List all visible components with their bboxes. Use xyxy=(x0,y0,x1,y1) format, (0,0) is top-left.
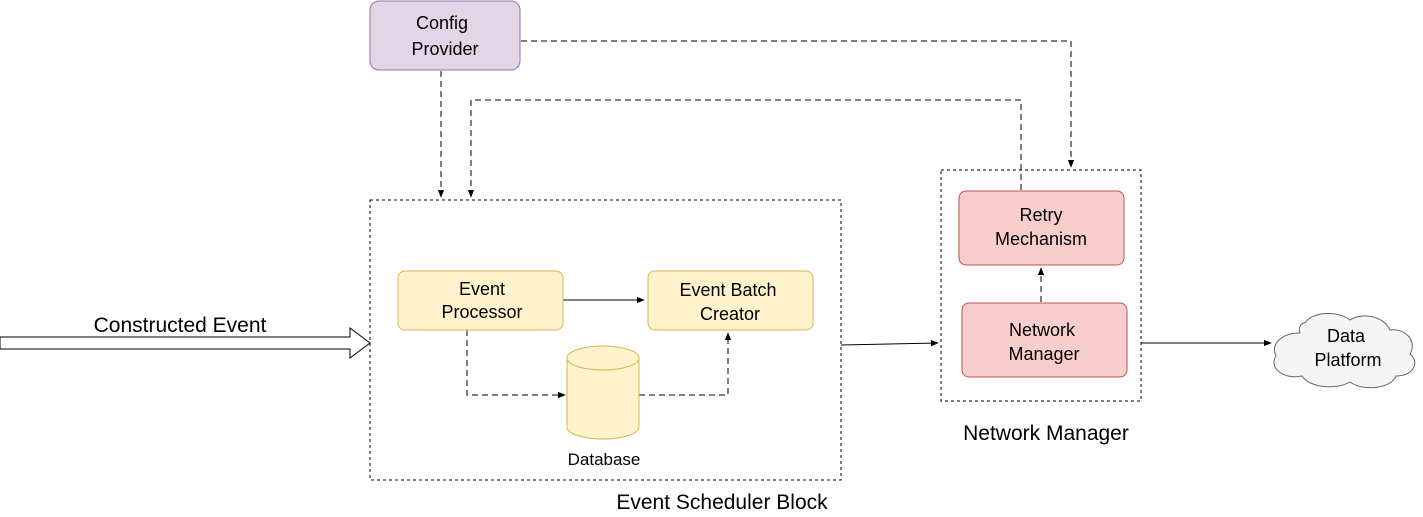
retry-mechanism-label-line2: Mechanism xyxy=(995,229,1087,249)
retry-mechanism-label-line1: Retry xyxy=(1019,205,1062,225)
retry-mechanism-node[interactable]: Retry Mechanism xyxy=(958,190,1125,266)
config-provider-label-line1: Config xyxy=(416,13,468,33)
event-processor-node[interactable]: Event Processor xyxy=(397,270,564,331)
data-platform-node[interactable]: Data Platform xyxy=(1273,313,1416,389)
config-provider-node[interactable]: Config Provider xyxy=(369,0,521,71)
network-manager-group-label: Network Manager xyxy=(963,422,1129,445)
event-batch-creator-node[interactable]: Event Batch Creator xyxy=(647,270,814,331)
database-to-batch-connector xyxy=(639,332,732,396)
event-scheduler-block-container xyxy=(369,199,842,481)
database-node[interactable]: Database xyxy=(566,345,641,469)
network-manager-label-line1: Network xyxy=(1009,320,1076,340)
network-manager-label-line2: Manager xyxy=(1008,344,1079,364)
event-batch-creator-label-line2: Creator xyxy=(700,304,760,324)
cloud-icon xyxy=(1273,313,1416,389)
event-processor-label-line2: Processor xyxy=(441,302,522,322)
constructed-event-arrow xyxy=(0,327,371,359)
network-manager-node[interactable]: Network Manager xyxy=(961,302,1128,378)
retry-to-scheduler-connector xyxy=(467,99,1022,198)
event-scheduler-block-label: Event Scheduler Block xyxy=(616,491,828,514)
event-batch-creator-label-line1: Event Batch xyxy=(679,280,776,300)
constructed-event-label: Constructed Event xyxy=(94,314,267,337)
data-platform-label-line1: Data xyxy=(1327,326,1366,346)
event-processor-label-line1: Event xyxy=(459,279,505,299)
config-provider-label-line2: Provider xyxy=(411,39,478,59)
processor-to-database-connector xyxy=(466,330,566,399)
config-to-network-connector xyxy=(521,40,1075,168)
network-manager-group-container xyxy=(940,169,1142,402)
scheduler-to-network-connector xyxy=(840,339,939,347)
database-label: Database xyxy=(568,450,641,469)
data-platform-label-line2: Platform xyxy=(1314,350,1381,370)
